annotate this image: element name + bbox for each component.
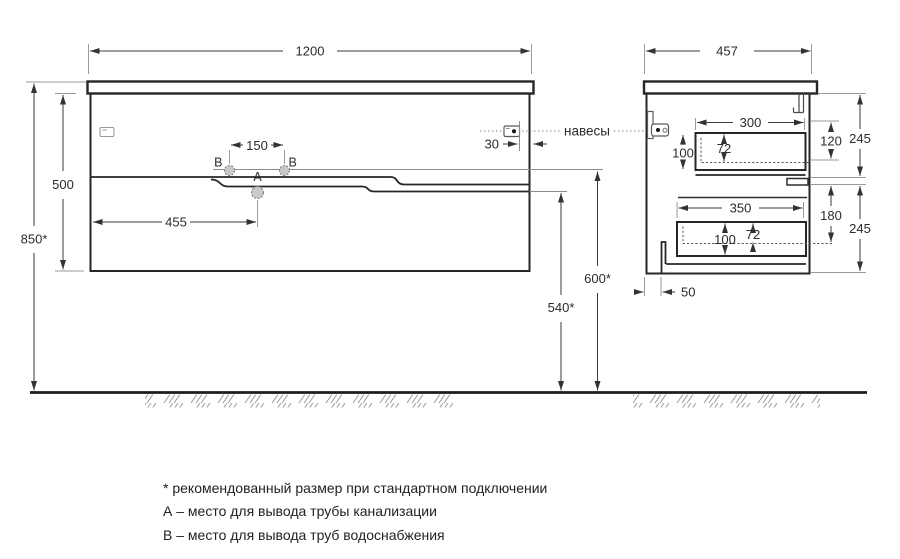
water-outlet-hole-right [278, 164, 291, 177]
floor-hatching-left [145, 394, 460, 408]
label-a: А [253, 170, 262, 184]
dim-bottom-section: 245 [811, 186, 871, 273]
footnote-asterisk: * рекомендованный размер при стандартном… [163, 480, 547, 496]
bottom-drawer-inner-dashed [682, 226, 833, 244]
drawer-runner-bracket [786, 177, 809, 186]
water-outlet-hole-left [223, 164, 236, 177]
plinth-recess [660, 241, 667, 274]
side-view [642, 80, 833, 275]
footnotes: * рекомендованный размер при стандартном… [163, 480, 547, 543]
svg-text:50: 50 [681, 285, 695, 300]
floor-hatching-right [633, 394, 820, 408]
front-view: В В А [86, 80, 603, 272]
dim-front-width: 1200 [88, 44, 532, 74]
front-upper-drawer-edge [90, 176, 530, 186]
dim-bottom-drawer-length: 350 [676, 201, 804, 218]
svg-text:300: 300 [740, 115, 762, 130]
svg-text:245: 245 [849, 131, 871, 146]
label-b-right: В [289, 156, 297, 170]
hanger-bracket-icon [646, 110, 670, 140]
dim-top-drawer-inner: 72 [717, 134, 731, 162]
side-countertop [642, 80, 819, 95]
svg-text:72: 72 [717, 141, 731, 156]
dim-top-drawer-height: 100 [672, 135, 694, 169]
dim-front-body-height: 500 [52, 93, 84, 272]
dim-front-mount-height: 850* [21, 81, 86, 391]
dim-hanger-inset: 30 [485, 137, 547, 152]
top-drawer-box [694, 132, 807, 171]
dim-top-section: 245 [811, 93, 871, 178]
svg-text:850*: 850* [21, 232, 48, 247]
svg-text:457: 457 [716, 44, 738, 59]
front-countertop [86, 80, 535, 95]
svg-text:72: 72 [746, 227, 760, 242]
footnote-b: В – место для вывода труб водоснабжения [163, 527, 445, 543]
svg-text:180: 180 [820, 208, 842, 223]
drain-outlet-hole [250, 185, 265, 200]
svg-text:1200: 1200 [296, 44, 325, 59]
svg-text:30: 30 [485, 137, 499, 152]
floor [30, 391, 867, 408]
bottom-drawer-box [676, 221, 807, 257]
svg-text:500: 500 [52, 177, 74, 192]
front-lower-drawer-edge [210, 178, 530, 193]
front-cabinet-body [89, 92, 531, 272]
hangers-label: навесы [564, 124, 610, 139]
dim-depth: 457 [644, 44, 812, 74]
hanger-icon-right [503, 125, 521, 138]
dim-top-drawer-offset: 120 [810, 120, 842, 161]
svg-text:150: 150 [246, 138, 268, 153]
hangers-callout: навесы [480, 124, 644, 139]
dim-bottom-drawer-height: 100 [714, 223, 736, 255]
dim-floor-to-lower: 540* [548, 193, 575, 391]
dim-bottom-drawer-inner: 72 [746, 223, 760, 252]
svg-text:350: 350 [730, 201, 752, 216]
svg-text:245: 245 [849, 221, 871, 236]
svg-text:600*: 600* [584, 271, 611, 286]
dim-top-drawer-length: 300 [695, 115, 805, 130]
front-dimensions: 1200 500 850* 455 150 [21, 44, 611, 391]
dim-siphon-offset: 455 [93, 200, 258, 230]
label-b-left: В [214, 156, 222, 170]
dim-bottom-drawer-offset: 180 [811, 184, 866, 242]
side-dimensions: 457 300 100 72 120 [634, 44, 871, 300]
svg-text:540*: 540* [548, 300, 575, 315]
dim-plinth-recess: 50 [634, 277, 695, 300]
side-cabinet-body [645, 92, 811, 275]
dim-outlet-spacing: 150 [229, 138, 285, 164]
mount-rail-slot [792, 93, 805, 114]
svg-text:100: 100 [672, 146, 694, 161]
footnote-a: А – место для вывода трубы канализации [163, 503, 437, 519]
dim-floor-to-upper: 600* [584, 171, 611, 391]
svg-text:100: 100 [714, 232, 736, 247]
svg-text:120: 120 [820, 134, 842, 149]
svg-text:455: 455 [165, 215, 187, 230]
hanger-icon-left [99, 126, 115, 138]
